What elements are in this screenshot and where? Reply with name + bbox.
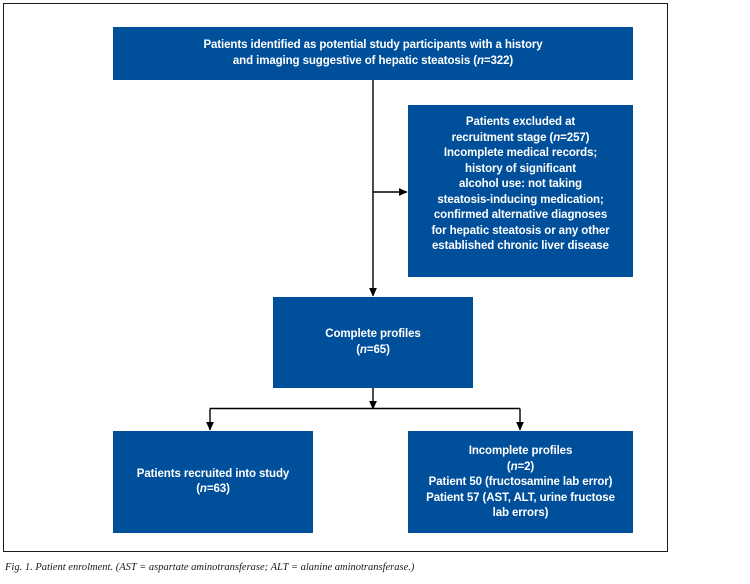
node-patients-recruited: Patients recruited into study (n=63)	[113, 431, 313, 533]
node-patients-recruited-label: Patients recruited into study (n=63)	[136, 467, 290, 496]
node-incomplete-profiles-label: Incomplete profiles (n=2) Patient 50 (fr…	[426, 445, 615, 519]
node-complete-profiles: Complete profiles (n=65)	[273, 297, 473, 388]
node-patients-identified: Patients identified as potential study p…	[113, 27, 633, 80]
node-incomplete-profiles: Incomplete profiles (n=2) Patient 50 (fr…	[408, 431, 633, 533]
node-complete-profiles-label: Complete profiles (n=65)	[325, 328, 421, 356]
figure-caption: Fig. 1. Patient enrolment. (AST = aspart…	[5, 562, 415, 573]
node-patients-identified-label: Patients identified as potential study p…	[203, 39, 543, 67]
node-patients-excluded: Patients excluded at recruitment stage (…	[408, 105, 633, 277]
node-patients-excluded-label: Patients excluded at recruitment stage (…	[431, 116, 610, 252]
